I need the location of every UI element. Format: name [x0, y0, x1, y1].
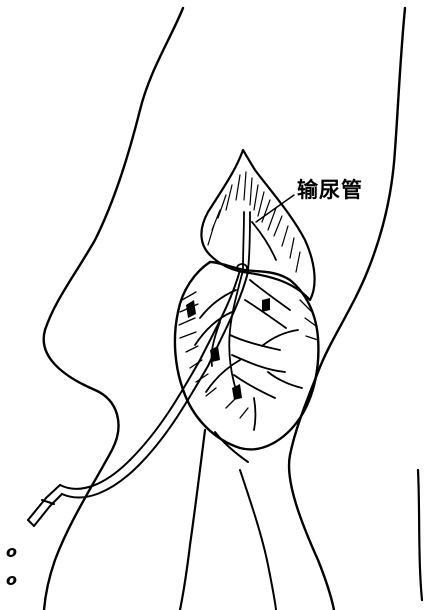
ureter-label: 输尿管	[297, 180, 363, 201]
lower-contour-2	[240, 470, 276, 610]
flap-hatching	[208, 172, 300, 272]
left-body-contour	[44, 8, 183, 610]
incision-upper-flap	[201, 150, 314, 300]
drainage-tube	[28, 270, 248, 526]
organ-hatching	[179, 292, 318, 418]
scale-mark-2: o	[6, 572, 17, 588]
scale-mark-1: o	[6, 544, 17, 560]
lower-contour	[180, 430, 205, 610]
right-body-contour	[289, 8, 405, 610]
hip-contour	[215, 432, 248, 462]
right-edge-line	[418, 470, 422, 600]
